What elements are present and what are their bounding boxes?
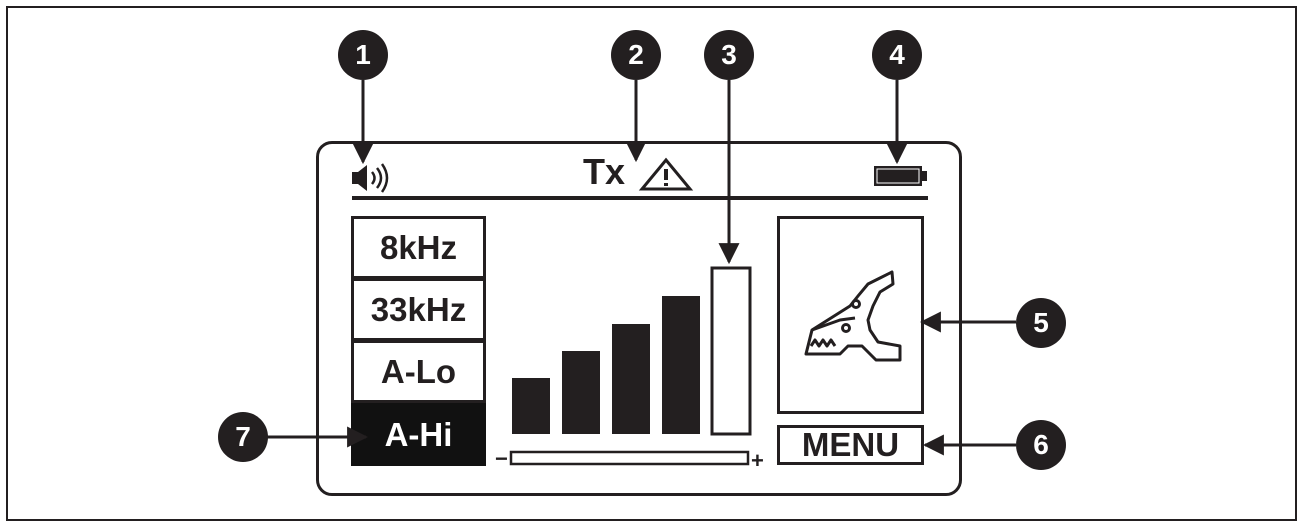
warning-triangle-icon	[638, 157, 694, 191]
plus-label: +	[751, 448, 764, 473]
signal-bar-3	[612, 324, 650, 434]
signal-bar-2	[562, 351, 600, 434]
clamp-clip-icon	[804, 270, 902, 362]
menu-button[interactable]: MENU	[777, 425, 924, 465]
tx-label: Tx	[583, 151, 626, 192]
speaker-volume-icon	[352, 163, 389, 193]
callout-arrows	[266, 80, 1016, 456]
mode-a-lo[interactable]: A-Lo	[351, 340, 486, 403]
callout-5: 5	[1016, 298, 1066, 348]
signal-bar-5	[710, 266, 752, 436]
battery-icon	[874, 166, 927, 186]
callout-4: 4	[872, 30, 922, 80]
callout-7: 7	[218, 412, 268, 462]
signal-bar-1	[512, 378, 550, 434]
callout-6: 6	[1016, 420, 1066, 470]
signal-bars	[512, 266, 752, 436]
callout-1: 1	[338, 30, 388, 80]
mode-8khz[interactable]: 8kHz	[351, 216, 486, 279]
callout-3: 3	[704, 30, 754, 80]
level-slider[interactable]: − +	[495, 446, 764, 473]
callout-2: 2	[611, 30, 661, 80]
signal-bar-4	[662, 296, 700, 434]
mode-a-hi[interactable]: A-Hi	[351, 403, 486, 466]
status-bar-divider	[352, 196, 928, 200]
mode-33khz[interactable]: 33kHz	[351, 278, 486, 341]
minus-label: −	[495, 446, 508, 471]
